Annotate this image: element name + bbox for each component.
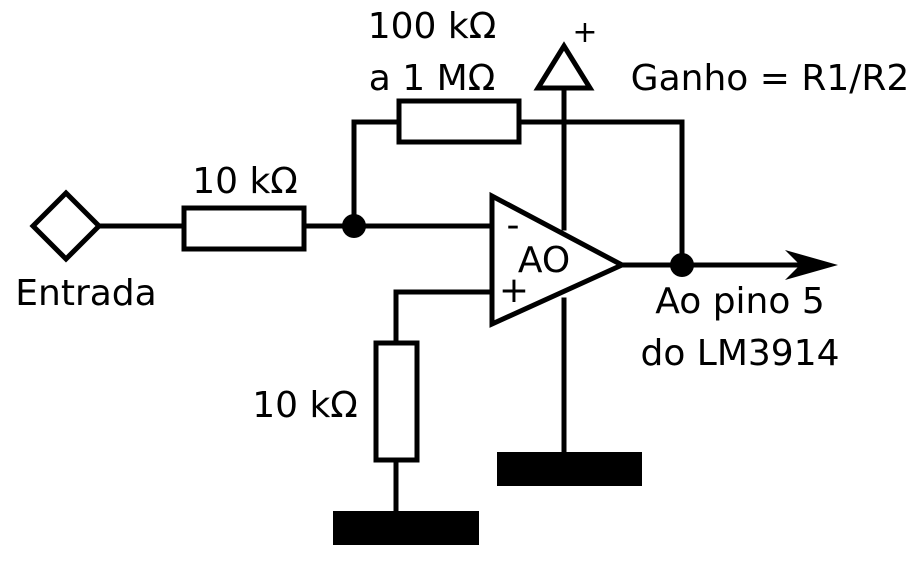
gain-formula: Ganho = R1/R2 xyxy=(631,58,910,99)
ground-resistor-label: 10 kΩ xyxy=(252,385,358,426)
supply-arrow-icon xyxy=(533,41,595,91)
opamp-ground-bar xyxy=(497,452,642,486)
noninverting-wire xyxy=(393,289,495,346)
ground-resistor xyxy=(373,340,420,463)
input-label: Entrada xyxy=(15,273,156,314)
opamp-label: AO xyxy=(518,240,570,281)
input-resistor xyxy=(181,205,307,252)
feedback-resistor xyxy=(396,98,522,145)
opamp-triangle xyxy=(489,191,628,328)
feedback-wire-left xyxy=(351,119,402,229)
output-label-line1: Ao pino 5 xyxy=(655,281,825,322)
opamp-noninverting-sign: + xyxy=(499,270,529,311)
supply-label: + xyxy=(572,15,597,50)
resistor-ground-bar xyxy=(333,511,479,545)
feedback-resistor-label-line1: 100 kΩ xyxy=(368,6,497,47)
feedback-wire-right xyxy=(516,119,685,268)
input-terminal xyxy=(29,189,103,263)
output-label-line2: do LM3914 xyxy=(640,333,839,374)
feedback-resistor-label-line2: a 1 MΩ xyxy=(369,58,495,99)
output-arrow-icon xyxy=(785,250,838,280)
opamp-inverting-sign: - xyxy=(507,205,520,246)
input-resistor-label: 10 kΩ xyxy=(192,161,298,202)
junction-dot-input xyxy=(342,214,366,238)
